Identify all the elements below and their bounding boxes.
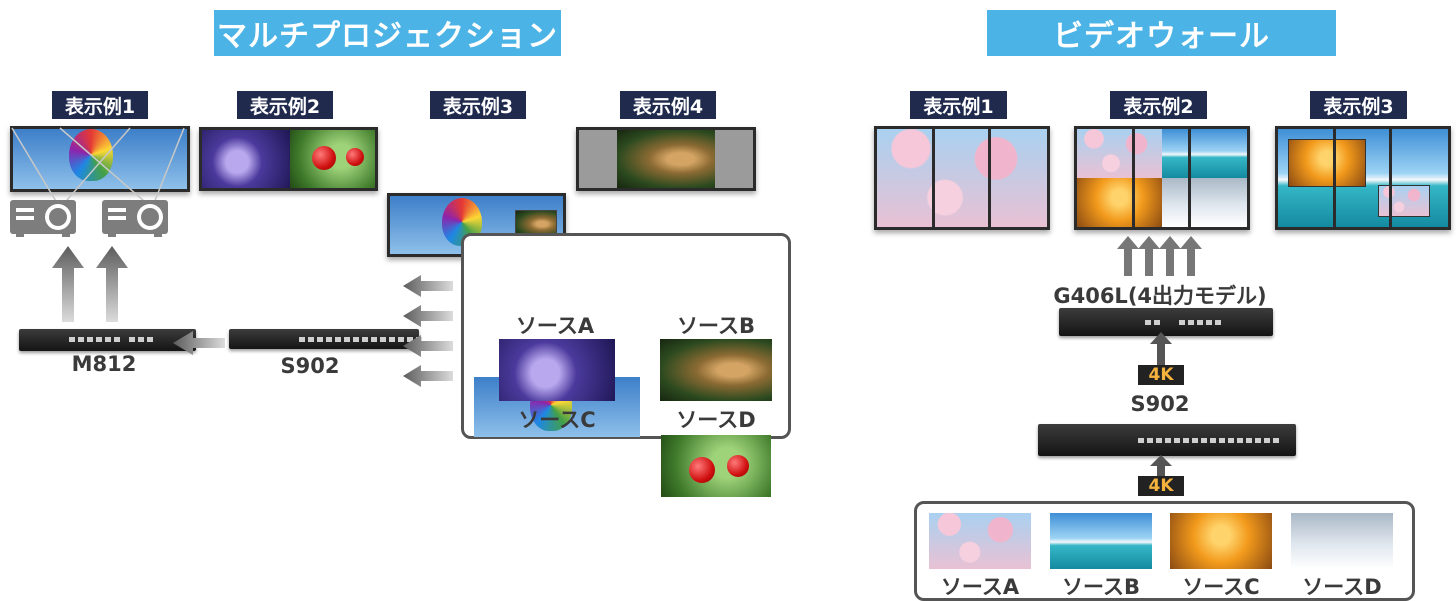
left-arrow-icon [403, 275, 453, 297]
right-example-1-label: 表示例1 [910, 91, 1007, 119]
g406l-label: G406L(4出力モデル) [1053, 284, 1267, 308]
source-b-image [1050, 513, 1152, 569]
right-example-1-wall [874, 126, 1050, 230]
right-example-2-wall [1074, 126, 1250, 230]
right-source-d-label: ソースD [1302, 575, 1382, 599]
s902-device-right [1038, 424, 1296, 456]
up-arrow-icon [52, 246, 84, 322]
source-a-pip [1378, 185, 1430, 217]
source-c-image [202, 130, 290, 188]
source-b-image [290, 130, 375, 188]
video-wall-title: ビデオウォール [987, 10, 1336, 56]
up-arrow-icon [96, 246, 128, 322]
projector-beams [11, 127, 185, 209]
right-example-3-label: 表示例3 [1310, 91, 1407, 119]
up-arrow-icon [1150, 455, 1172, 479]
source-c-image [499, 339, 615, 401]
source-c-image [1170, 513, 1272, 569]
projector-icon [10, 200, 76, 237]
source-d-image [660, 339, 772, 401]
up-arrow-icon [1159, 236, 1181, 276]
right-source-b-label: ソースB [1062, 575, 1140, 599]
up-arrow-icon [1180, 236, 1202, 276]
left-example-4-label: 表示例4 [620, 91, 716, 119]
right-example-2-label: 表示例2 [1110, 91, 1207, 119]
s902-label: S902 [280, 354, 340, 378]
up-arrow-icon [1117, 236, 1139, 276]
left-arrow-icon [173, 331, 225, 355]
up-arrow-icon [1138, 236, 1160, 276]
left-example-4-screen [576, 127, 756, 191]
left-example-3-label: 表示例3 [430, 91, 526, 119]
left-arrow-icon [403, 365, 453, 387]
left-source-b-label: ソースB [677, 314, 755, 338]
right-s902-label: S902 [1130, 392, 1190, 416]
left-source-d-label: ソースD [676, 408, 756, 432]
source-c-pip [1288, 139, 1366, 187]
g406l-device [1059, 308, 1273, 336]
source-d-image [617, 130, 715, 188]
source-b-image [661, 435, 771, 497]
up-arrow-icon [1150, 332, 1172, 366]
right-source-c-label: ソースC [1182, 575, 1260, 599]
left-arrow-icon [403, 335, 453, 357]
left-example-2-screen [199, 127, 378, 191]
source-d-image [1291, 513, 1393, 569]
projector-icon [102, 200, 168, 237]
left-source-a-label: ソースA [515, 314, 595, 338]
left-example-2-label: 表示例2 [237, 91, 333, 119]
4k-badge: 4K [1138, 365, 1184, 385]
left-source-c-label: ソースC [518, 408, 596, 432]
right-source-a-label: ソースA [940, 575, 1020, 599]
m812-label: M812 [71, 352, 137, 376]
m812-device [19, 329, 196, 351]
right-example-3-wall [1275, 126, 1451, 230]
multi-projection-title: マルチプロジェクション [214, 10, 561, 56]
4k-badge-bottom: 4K [1138, 476, 1184, 496]
source-a-image [929, 513, 1031, 569]
s902-device [229, 329, 422, 349]
left-arrow-icon [403, 305, 453, 327]
left-example-1-label: 表示例1 [52, 91, 148, 119]
